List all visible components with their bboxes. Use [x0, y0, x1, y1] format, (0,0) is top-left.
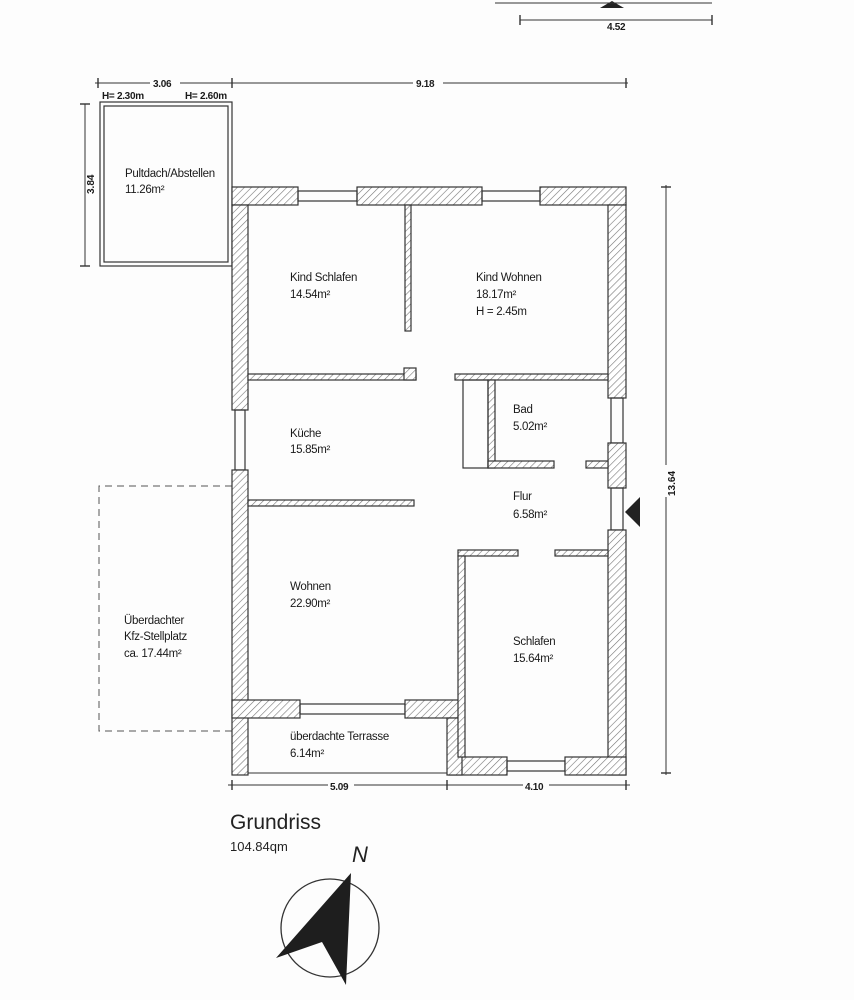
room-name-stellplatz-line2: Kfz-Stellplatz: [124, 631, 187, 643]
room-name-schlafen: Schlafen: [513, 636, 555, 648]
room-area-terrasse: 6.14m²: [290, 748, 324, 760]
plan-total-area: 104.84qm: [230, 839, 288, 854]
room-name-flur: Flur: [513, 491, 532, 503]
dim-right-total: 13.64: [667, 471, 678, 496]
room-name-pultdach: Pultdach/Abstellen: [125, 168, 215, 180]
interior-walls: [247, 204, 609, 758]
top-partial-dimension: 4.52: [495, 1, 713, 33]
dim-top-left: 3.06: [153, 79, 172, 90]
dim-left-annex: 3.84: [86, 174, 97, 194]
top-dimension-line: 3.06 9.18 H= 2.30m H= 2.60m: [95, 77, 628, 102]
room-area-stellplatz: ca. 17.44m²: [124, 648, 182, 660]
dim-bottom-right: 4.10: [525, 782, 544, 793]
room-name-bad: Bad: [513, 404, 533, 416]
exterior-walls: [231, 186, 627, 776]
title-block: Grundriss 104.84qm: [230, 811, 321, 854]
room-area-bad: 5.02m²: [513, 421, 547, 433]
room-name-stellplatz-line1: Überdachter: [124, 615, 184, 627]
room-area-kueche: 15.85m²: [290, 444, 331, 456]
compass: N: [276, 842, 380, 985]
room-area-flur: 6.58m²: [513, 509, 547, 521]
dim-top-main: 9.18: [416, 79, 435, 90]
room-name-kind-schlafen: Kind Schlafen: [290, 272, 357, 284]
room-name-terrasse: überdachte Terrasse: [290, 731, 389, 743]
room-name-wohnen: Wohnen: [290, 581, 331, 593]
annex-pultdach: 3.84 Pultdach/Abstellen 11.26m²: [80, 101, 233, 267]
compass-north-label: N: [352, 842, 368, 867]
dim-bottom-left: 5.09: [330, 782, 349, 793]
compass-circle: [280, 878, 380, 978]
carport-outline: Überdachter Kfz-Stellplatz ca. 17.44m²: [98, 485, 232, 732]
room-name-kueche: Küche: [290, 428, 321, 440]
room-name-kind-wohnen: Kind Wohnen: [476, 272, 542, 284]
entrance-arrow-icon: [625, 497, 640, 527]
compass-needle-icon: [276, 873, 351, 985]
room-area-schlafen: 15.64m²: [513, 653, 554, 665]
plan-title: Grundriss: [230, 811, 321, 834]
room-area-wohnen: 22.90m²: [290, 598, 331, 610]
bottom-dimension-line: 5.09 4.10: [228, 780, 630, 793]
dim-top-partial: 4.52: [607, 22, 626, 33]
room-labels: Kind Schlafen 14.54m² Kind Wohnen 18.17m…: [290, 272, 556, 760]
room-area-pultdach: 11.26m²: [125, 184, 165, 196]
north-arrow-marker-icon: [600, 1, 624, 8]
dim-height-right: H= 2.60m: [185, 91, 227, 102]
dim-height-left: H= 2.30m: [102, 91, 144, 102]
room-area-kind-wohnen: 18.17m²: [476, 289, 517, 301]
right-dimension-line: 13.64: [659, 185, 678, 775]
room-area-kind-schlafen: 14.54m²: [290, 289, 331, 301]
room-extra-kind-wohnen: H = 2.45m: [476, 306, 527, 318]
